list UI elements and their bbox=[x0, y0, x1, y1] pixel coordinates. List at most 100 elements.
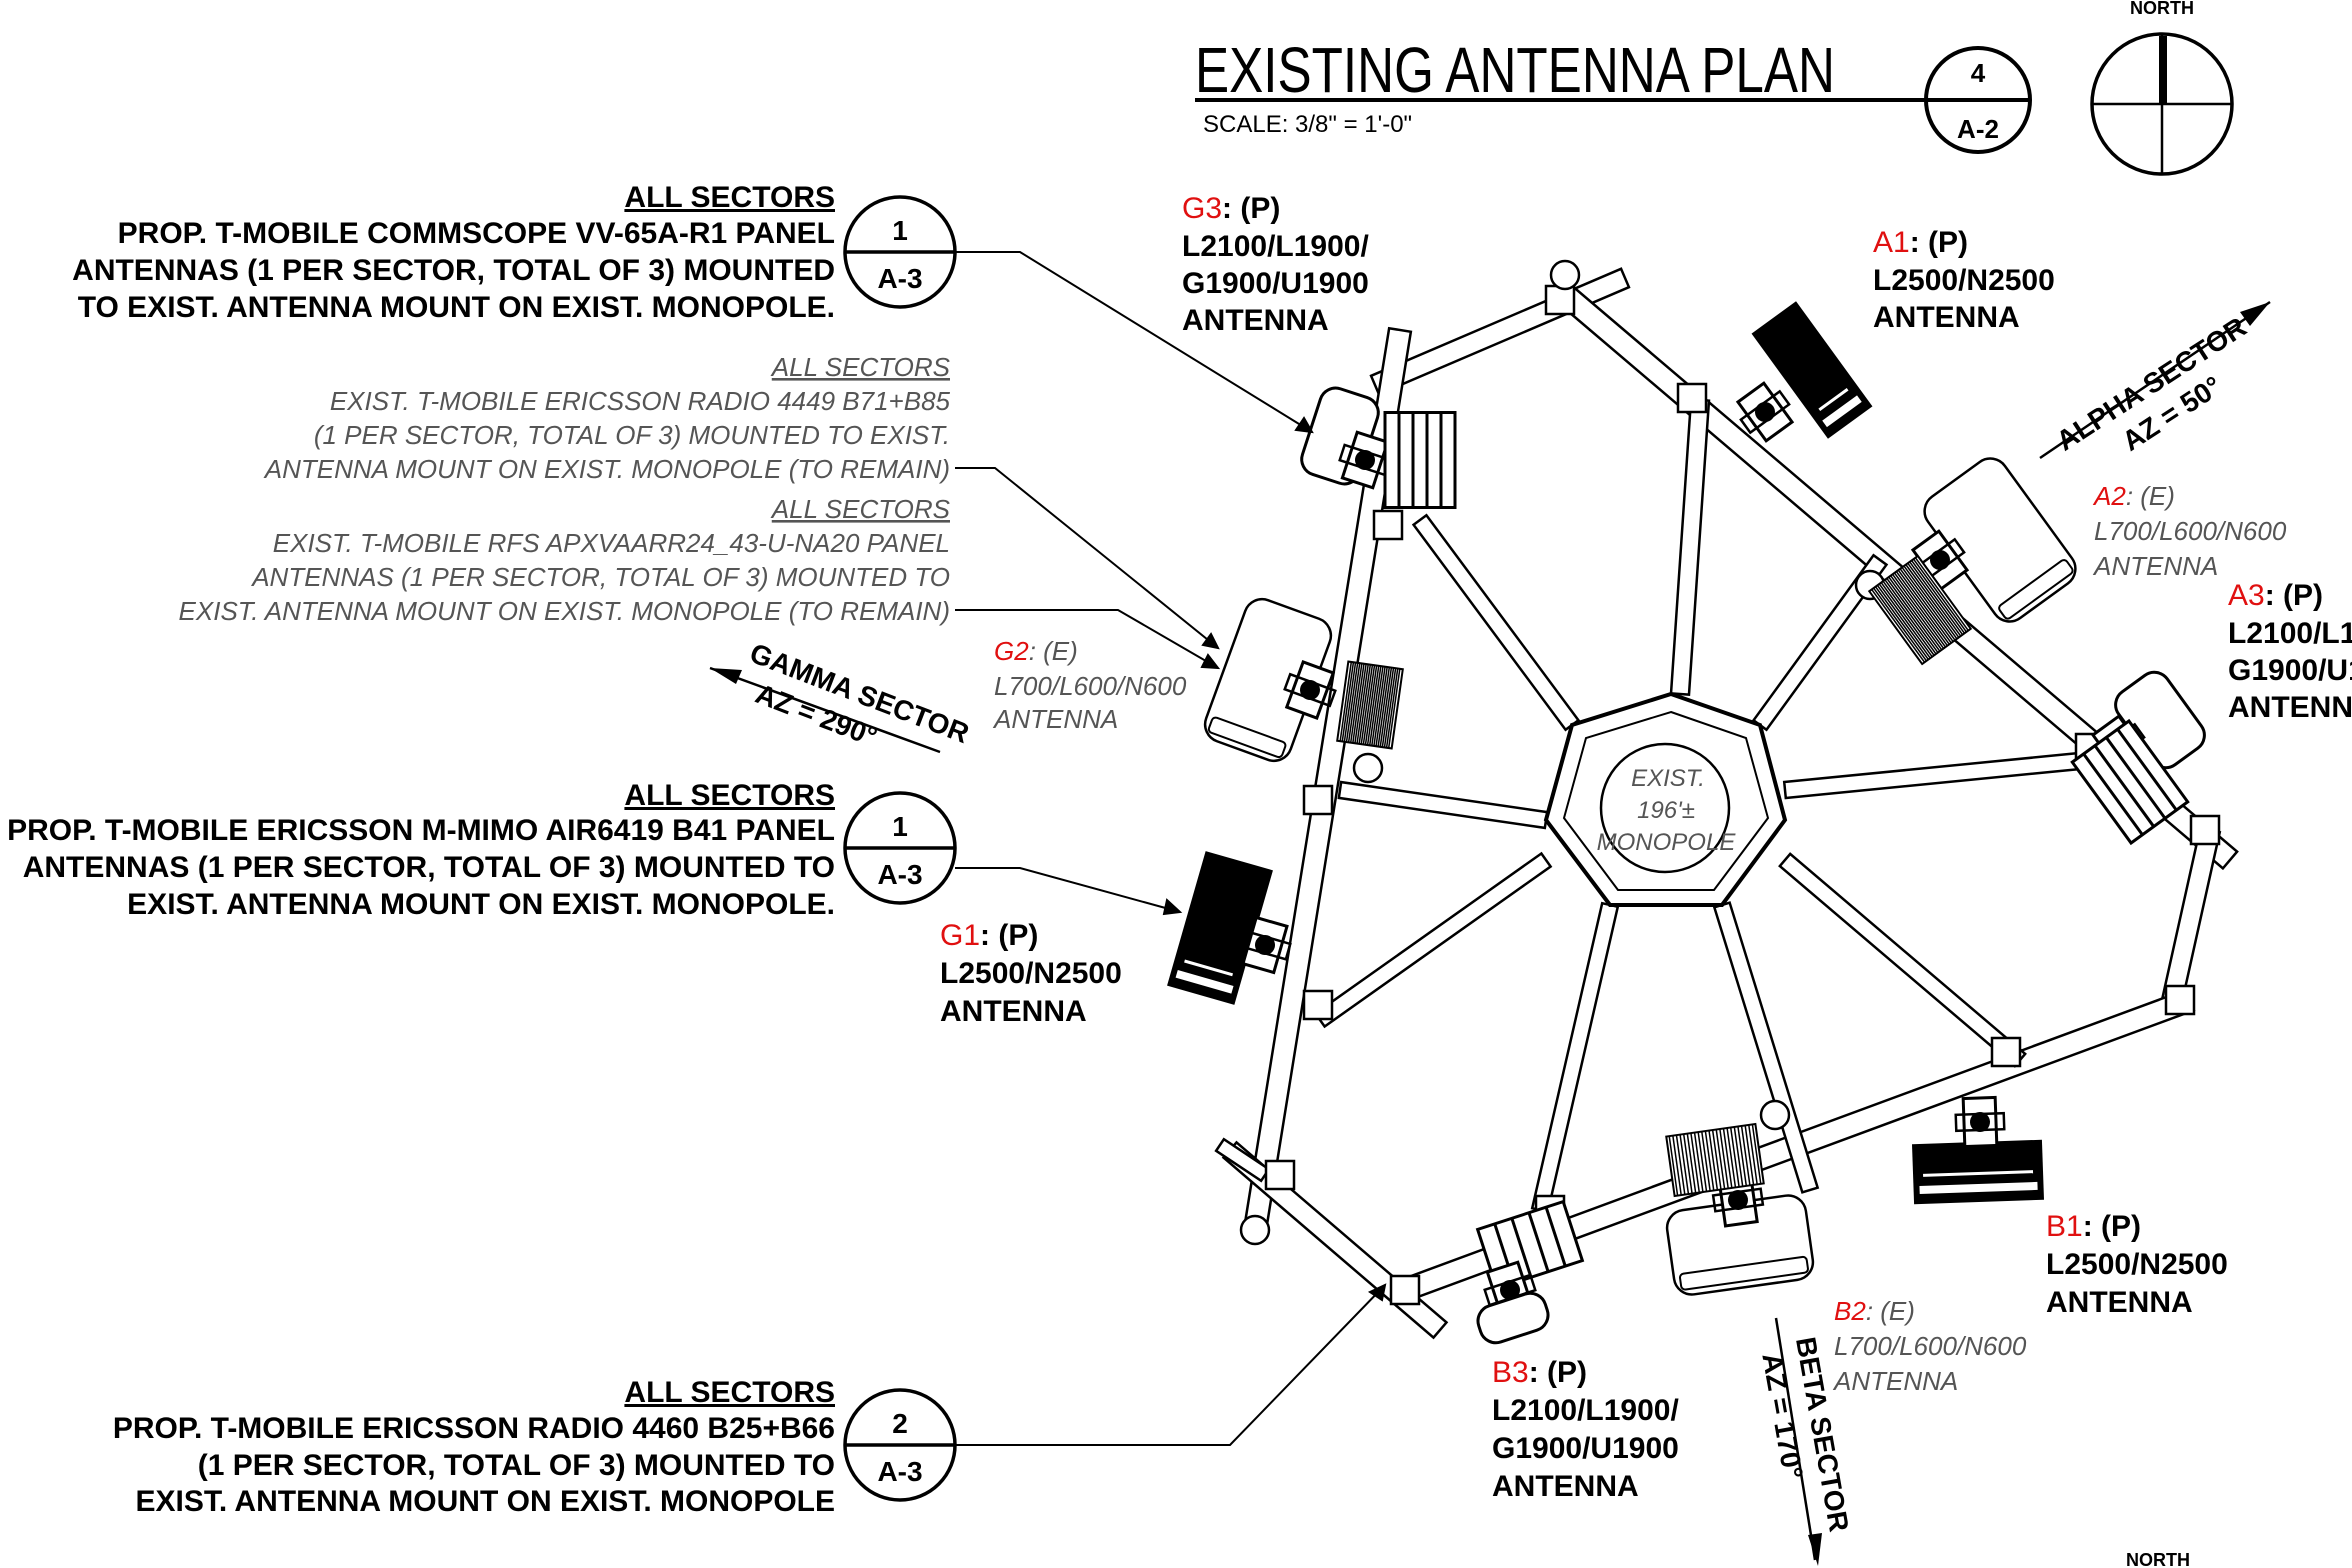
radio-fin bbox=[1733, 1126, 1744, 1187]
antenna-status: : (P) bbox=[980, 919, 1038, 952]
radio-fin bbox=[1878, 583, 1933, 658]
pipe-clamp bbox=[1352, 752, 1384, 784]
radio-fin bbox=[1690, 1132, 1701, 1193]
antenna-line: ANTENNA bbox=[940, 995, 1087, 1028]
radio-fin bbox=[1882, 580, 1937, 655]
antenna-line: L700/L600/N600 bbox=[1834, 1331, 2027, 1361]
radio-fin bbox=[1744, 1125, 1755, 1185]
callout-header: ALL SECTORS bbox=[624, 181, 835, 214]
radio-fin bbox=[1375, 666, 1388, 747]
radio-fin bbox=[1907, 562, 1962, 637]
radio-fin bbox=[1544, 1206, 1567, 1267]
callout-line: EXIST. T-MOBILE ERICSSON RADIO 4449 B71+… bbox=[330, 386, 951, 416]
sector-gamma: GAMMA SECTOR AZ = 290° bbox=[709, 637, 973, 754]
callout-line: EXIST. T-MOBILE RFS APXVAARR24_43-U-NA20… bbox=[273, 528, 950, 558]
radio-4460-g3 bbox=[1383, 411, 1457, 509]
radio-fin bbox=[1884, 579, 1939, 654]
antenna-face-stripe bbox=[1822, 395, 1862, 428]
support-arm bbox=[1337, 780, 1549, 830]
callout-ref-sheet: A-3 bbox=[877, 263, 922, 294]
callout-ref-number: 1 bbox=[892, 215, 908, 246]
clamp-plate bbox=[1544, 284, 1576, 316]
clamp-plate bbox=[1264, 1159, 1296, 1191]
antenna-line: ANTENNA bbox=[2046, 1286, 2193, 1319]
svg-text:B3: (P): B3: (P) bbox=[1492, 1356, 1587, 1389]
callout-mmimo-antenna: ALL SECTORS PROP. T-MOBILE ERICSSON M-MI… bbox=[7, 779, 957, 921]
radio-fin bbox=[1686, 1133, 1697, 1194]
radio-fin bbox=[1682, 1133, 1693, 1194]
antenna-status: : (P) bbox=[1529, 1356, 1587, 1389]
radio-fin bbox=[1341, 662, 1355, 742]
callout-radio-4449: ALL SECTORS EXIST. T-MOBILE ERICSSON RAD… bbox=[263, 352, 951, 484]
radio-fin bbox=[1895, 571, 1950, 645]
radio-fin bbox=[1871, 589, 1926, 663]
bracket-bolt bbox=[1355, 450, 1375, 470]
callout-ref-number: 2 bbox=[892, 1408, 908, 1439]
callout-line: ANTENNA MOUNT ON EXIST. MONOPOLE (TO REM… bbox=[263, 454, 950, 484]
radio-fin bbox=[1704, 1130, 1715, 1191]
mount-bracket bbox=[1735, 381, 1795, 443]
bracket-clamp bbox=[1711, 1187, 1765, 1213]
radio-fin bbox=[1349, 663, 1363, 743]
radio-fin bbox=[1751, 1124, 1762, 1184]
north-arrow: NORTH bbox=[2090, 0, 2234, 176]
radio-fin bbox=[1711, 1129, 1722, 1190]
mount-bracket bbox=[1954, 1095, 2006, 1149]
support-arm bbox=[1313, 851, 1553, 1029]
antenna-status: : (E) bbox=[1866, 1296, 1915, 1326]
radio-fin bbox=[1899, 568, 1954, 643]
antenna-line: ANTENNA bbox=[2228, 691, 2352, 724]
antenna-id: G2 bbox=[994, 636, 1029, 666]
antenna-status: : (P) bbox=[1222, 192, 1280, 225]
radio-fin bbox=[1527, 1212, 1550, 1273]
radio-fin bbox=[1909, 561, 1964, 636]
radio-fin bbox=[1345, 662, 1359, 743]
pipe-clamp bbox=[1549, 259, 1581, 291]
title-text: EXISTING ANTENNA PLAN bbox=[1195, 34, 1835, 106]
radio-body bbox=[1867, 554, 1973, 666]
label-b3: B3: (P) L2100/L1900/ G1900/U1900 ANTENNA bbox=[1492, 1356, 1679, 1503]
radio-4449-g2 bbox=[1336, 660, 1404, 750]
radio-fin bbox=[1510, 1217, 1533, 1278]
callout-line: EXIST. ANTENNA MOUNT ON EXIST. MONOPOLE bbox=[136, 1485, 836, 1518]
radio-fin bbox=[1383, 668, 1397, 748]
leader-lines bbox=[955, 251, 1387, 1446]
radio-fin bbox=[1708, 1130, 1719, 1191]
label-g1: G1: (P) L2500/N2500 ANTENNA bbox=[940, 919, 1122, 1028]
callout-rfs-antenna: ALL SECTORS EXIST. T-MOBILE RFS APXVAARR… bbox=[179, 494, 951, 626]
callout-line: PROP. T-MOBILE COMMSCOPE VV-65A-R1 PANEL bbox=[118, 217, 835, 250]
pipe-clamp bbox=[1759, 1099, 1791, 1131]
radio-fin bbox=[1358, 664, 1372, 744]
radio-fin bbox=[1362, 665, 1376, 745]
antenna-line: ANTENNA bbox=[1492, 1470, 1639, 1503]
antenna-line: G1900/U1900 bbox=[1492, 1432, 1679, 1465]
radio-fin bbox=[1901, 566, 1956, 641]
callout-line: PROP. T-MOBILE ERICSSON M-MIMO AIR6419 B… bbox=[7, 814, 835, 847]
radio-fin bbox=[2116, 728, 2178, 811]
radio-fin bbox=[2093, 744, 2155, 828]
callout-line: PROP. T-MOBILE ERICSSON RADIO 4460 B25+B… bbox=[113, 1412, 835, 1445]
radio-fin bbox=[1914, 557, 1969, 631]
callout-radio-4460: ALL SECTORS PROP. T-MOBILE ERICSSON RADI… bbox=[113, 1376, 957, 1518]
callout-line: ANTENNAS (1 PER SECTOR, TOTAL OF 3) MOUN… bbox=[23, 851, 835, 884]
callout-line: (1 PER SECTOR, TOTAL OF 3) MOUNTED TO bbox=[198, 1449, 835, 1482]
callout-header: ALL SECTORS bbox=[770, 352, 951, 382]
bracket-bolt bbox=[1970, 1112, 1990, 1132]
label-a1: A1: (P) L2500/N2500 ANTENNA bbox=[1873, 226, 2055, 334]
radio-fin bbox=[1387, 668, 1401, 749]
antenna-radome bbox=[1476, 1291, 1550, 1345]
bracket-clamp bbox=[1954, 1111, 2006, 1133]
radio-fin bbox=[1891, 573, 1947, 648]
label-b2: B2: (E) L700/L600/N600 ANTENNA bbox=[1832, 1296, 2027, 1396]
pipe-clamp bbox=[1239, 1214, 1271, 1246]
antenna-line: ANTENNA bbox=[992, 704, 1118, 734]
radio-4460-a3 bbox=[2070, 718, 2190, 846]
callout-line: ANTENNAS (1 PER SECTOR, TOTAL OF 3) MOUN… bbox=[250, 562, 950, 592]
callout-header: ALL SECTORS bbox=[624, 779, 835, 812]
radio-fin bbox=[1675, 1135, 1686, 1195]
antenna-id: B3 bbox=[1492, 1356, 1529, 1389]
radio-fin bbox=[1364, 665, 1378, 745]
antenna-line: L700/L600/N600 bbox=[2094, 516, 2287, 546]
radio-fin bbox=[1343, 662, 1357, 742]
antenna-line: ANTENNA bbox=[1832, 1366, 1958, 1396]
